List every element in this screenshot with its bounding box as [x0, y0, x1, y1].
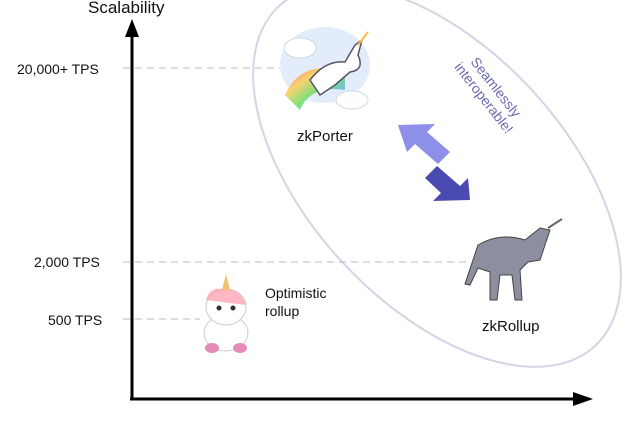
tick-label-20000: 20,000+ TPS — [17, 61, 99, 77]
arrow-down-right-icon — [425, 166, 470, 201]
tick-label-500: 500 TPS — [48, 312, 102, 328]
arrow-up-left-icon — [398, 124, 450, 164]
zkporter-unicorn-illustration — [280, 27, 370, 110]
tick-label-2000: 2,000 TPS — [34, 254, 100, 270]
optimistic-label-line1: Optimistic — [265, 285, 326, 301]
interop-text: Seamlessly interoperable! — [451, 54, 524, 136]
optimistic-unicorn-illustration — [203, 274, 249, 353]
optimistic-label-line2: rollup — [265, 303, 299, 319]
x-axis-arrowhead — [573, 392, 593, 406]
zk-group-ellipse — [252, 0, 622, 368]
y-axis-title: Scalability — [88, 0, 165, 17]
zkrollup-label: zkRollup — [482, 318, 540, 335]
zkrollup-robot-unicorn-illustration — [464, 218, 563, 301]
y-axis-arrowhead — [125, 19, 139, 37]
zkporter-label: zkPorter — [297, 128, 353, 145]
